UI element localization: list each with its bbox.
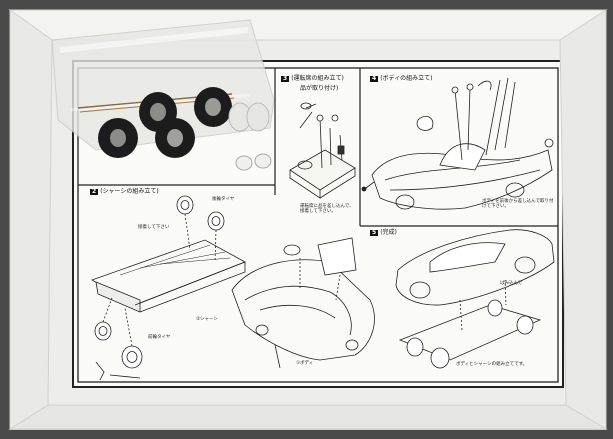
glue-note: 接着して下さい	[138, 225, 170, 230]
step4-note: ボディを前後から差し込んで取り付けて下さい。	[482, 199, 554, 209]
body-chassis-drawing	[231, 237, 375, 369]
body-label: ①ボディ	[296, 361, 314, 366]
step5-note: はみ込んで	[500, 281, 523, 286]
step5-heading: 5(完成)	[370, 229, 397, 236]
front-tire-label: 前輪タイヤ	[148, 335, 171, 340]
step2-heading: 2(シャーシの組み立て)	[90, 188, 159, 195]
chassis-label: ②シャーシ	[196, 317, 218, 322]
cockpit-drawing	[289, 102, 356, 199]
body-drawing	[361, 77, 554, 210]
step4-heading: 4(ボディの組み立て)	[370, 75, 433, 82]
step3-note: 運転席に品を差し込んで、接着して下さい。	[300, 204, 354, 214]
step5-bottom-note: ボディとシャーシの組み立てです。	[456, 362, 528, 367]
finished-car-drawing	[395, 229, 555, 369]
chassis-drawing	[91, 195, 246, 381]
rear-tire-label: 後輪タイヤ	[212, 197, 235, 202]
parts-bag	[51, 19, 275, 171]
step3-heading-line2: 品が取り付け)	[300, 85, 339, 92]
step3-heading: 3(運転席の組み立て)	[281, 75, 344, 82]
